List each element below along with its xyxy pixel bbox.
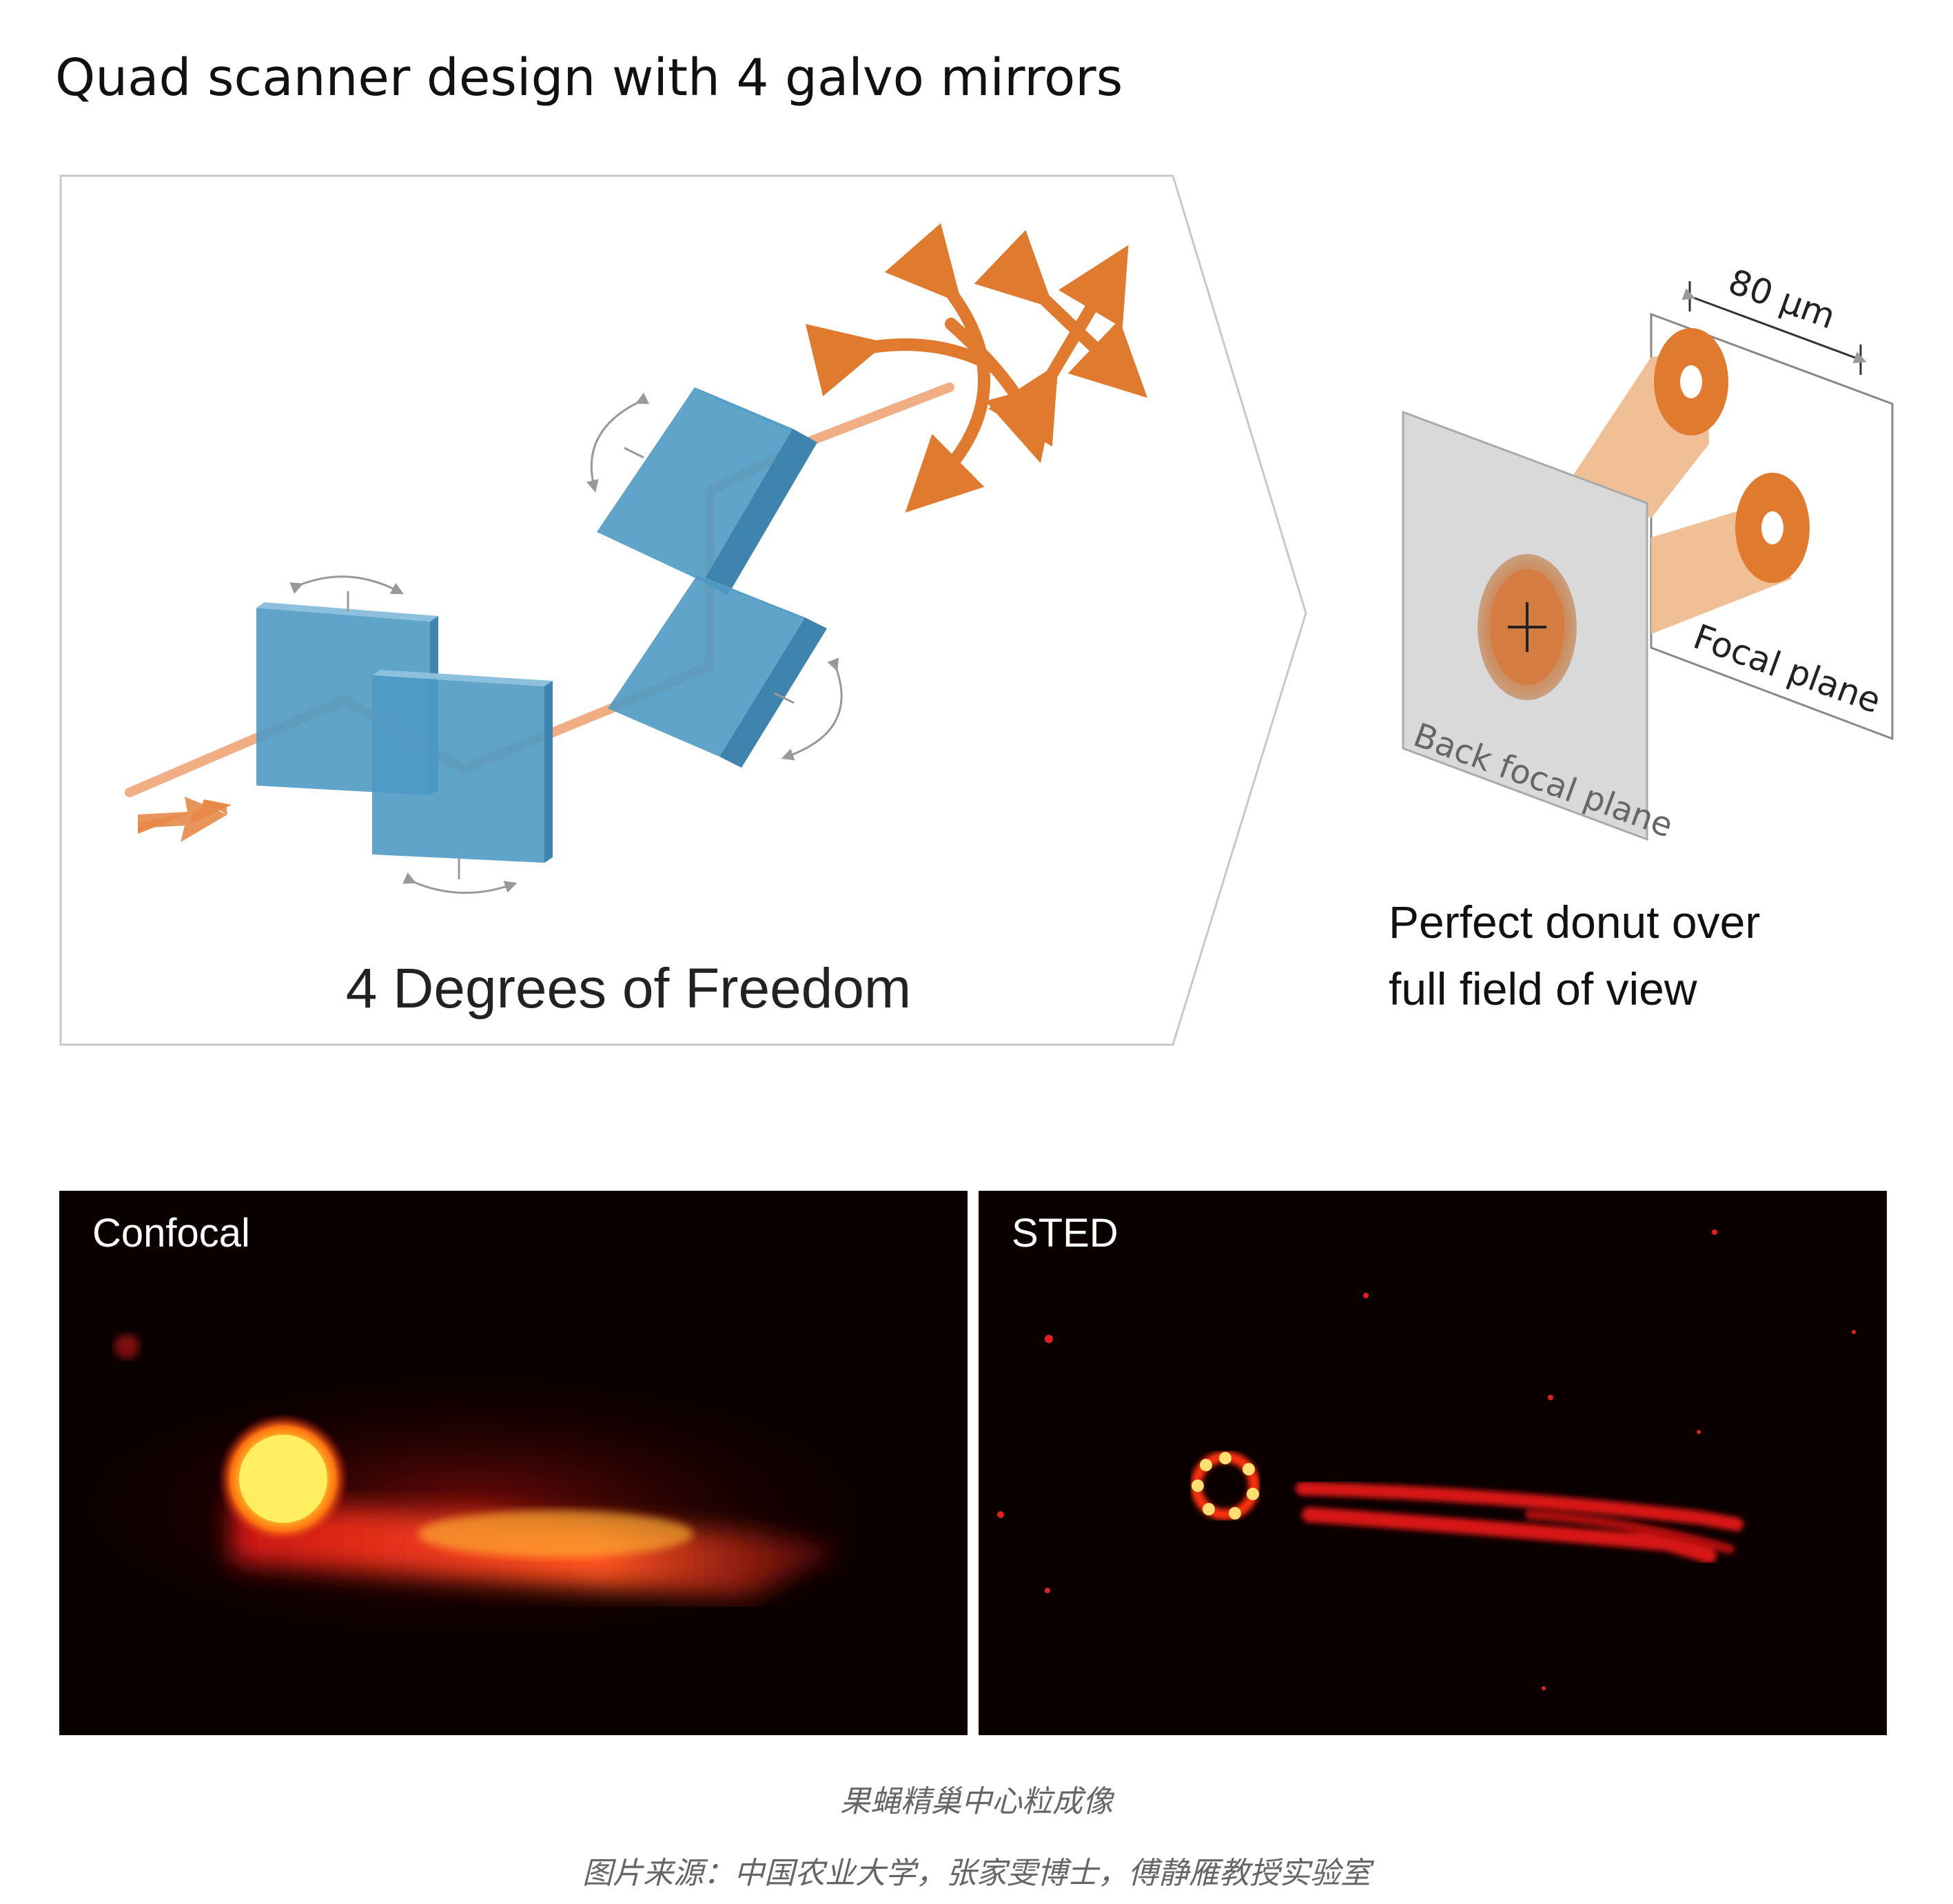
scale-bar-label: 80 μm xyxy=(1724,261,1841,336)
scale-bar xyxy=(1681,281,1867,375)
galvo-mirror-2 xyxy=(372,670,553,894)
donut-caption-line-2: full field of view xyxy=(1389,963,1697,1014)
donut-spot-lower xyxy=(1735,473,1810,583)
sted-tail xyxy=(1296,1482,1744,1564)
image-caption: 果蝇精巢中心粒成像 xyxy=(840,1784,1113,1819)
diagram-frame xyxy=(59,174,1307,1046)
confocal-label: Confocal xyxy=(92,1211,250,1256)
donut-spot-upper xyxy=(1654,328,1728,436)
degrees-of-freedom-label: 4 Degrees of Freedom xyxy=(346,957,911,1020)
sted-specks xyxy=(997,1229,1856,1690)
donut-caption-line-1: Perfect donut over xyxy=(1389,897,1761,948)
sted-label: STED xyxy=(1012,1211,1118,1256)
sted-image: STED xyxy=(979,1191,1887,1735)
page-title: Quad scanner design with 4 galvo mirrors xyxy=(55,48,1123,108)
galvo-mirror-3 xyxy=(586,387,817,595)
galvo-mirror-4 xyxy=(608,575,843,768)
image-source-caption: 图片来源：中国农业大学，张家雯博士，傅静雁教授实验室 xyxy=(582,1856,1371,1891)
donut-caption: Perfect donut over full field of view xyxy=(1389,889,1760,1023)
confocal-diffuse-glow xyxy=(59,1370,886,1646)
degrees-of-freedom-arrows xyxy=(805,223,1148,513)
crosshair-icon xyxy=(1508,602,1546,652)
scanner-diagram: 4 Degrees of Freedom 80 μm Focal plane B… xyxy=(59,174,1894,1046)
sted-ring xyxy=(1191,1451,1260,1520)
confocal-image: Confocal xyxy=(59,1191,968,1735)
